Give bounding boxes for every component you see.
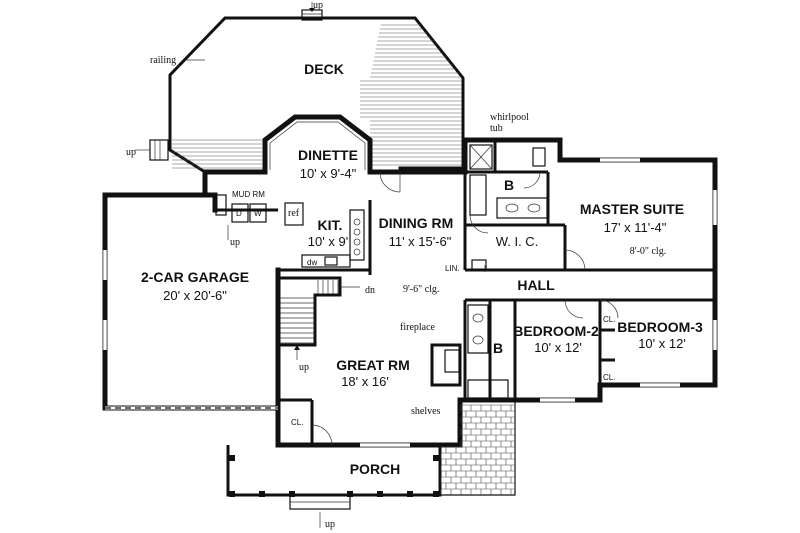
fireplace-hearth <box>430 343 462 387</box>
mud-room-label: MUD RM <box>232 190 265 199</box>
up-label-mud: up <box>230 237 240 248</box>
dn-label: dn <box>365 285 375 296</box>
arrow-head-icon <box>294 345 300 350</box>
whirlpool-label-1: whirlpool <box>490 112 529 123</box>
garage-size: 20' x 20'-6" <box>163 288 227 303</box>
refrigerator <box>284 202 304 226</box>
doors <box>311 171 619 446</box>
master-label: MASTER SUITE <box>580 201 684 217</box>
kitchen-label: KIT. <box>318 217 343 233</box>
linen-closet <box>471 259 487 271</box>
hall-vanity <box>467 304 489 354</box>
hall-toilet <box>444 349 460 373</box>
deck <box>135 2 465 174</box>
stairs <box>280 280 339 344</box>
whirlpool-tub <box>469 144 493 170</box>
kitchen-sink <box>324 256 338 266</box>
dinette-label: DINETTE <box>298 147 358 163</box>
brick-walk <box>439 399 516 496</box>
deck-boards <box>172 24 463 169</box>
porch-post <box>259 491 265 497</box>
dw-label: dw <box>307 258 317 267</box>
wic-label: W. I. C. <box>496 234 539 249</box>
dryer-label: D <box>236 209 242 218</box>
up-label-stair: up <box>299 362 309 373</box>
counter-sink <box>301 254 351 268</box>
deck-steps-left <box>149 139 169 161</box>
dining-size: 11' x 15'-6" <box>389 234 452 249</box>
linen-label: LIN. <box>445 264 460 273</box>
porch-post <box>347 491 353 497</box>
windows <box>102 157 718 448</box>
master-size: 17' x 11'-4" <box>604 220 667 235</box>
great-room-label: GREAT RM <box>336 357 410 373</box>
kitchen-fixtures <box>215 194 365 268</box>
porch-post <box>229 455 235 461</box>
hall-tub <box>467 379 509 399</box>
master-tub <box>469 174 487 216</box>
porch-post <box>433 491 439 497</box>
bedroom2-size: 10' x 12' <box>534 340 582 355</box>
kitchen-size: 10' x 9' <box>308 234 348 249</box>
garage-label: 2-CAR GARAGE <box>141 269 249 285</box>
hall-bath-label: B <box>493 340 503 356</box>
bedroom2-label: BEDROOM-2 <box>513 323 599 339</box>
porch-label: PORCH <box>350 461 401 477</box>
great-closet-label: CL. <box>291 418 303 427</box>
up-label-top: up <box>313 0 323 11</box>
porch-post <box>289 491 295 497</box>
labels: DECK railing up up DINETTE 10' x 9'-4" M… <box>126 0 703 530</box>
dinette-size: 10' x 9'-4" <box>300 166 357 181</box>
dryer <box>231 203 249 223</box>
mud-room-steps <box>215 194 227 216</box>
dining-ceiling: 9'-6" clg. <box>403 284 439 295</box>
dining-label: DINING RM <box>379 215 454 231</box>
porch-post <box>229 491 235 497</box>
arrow-head-icon <box>309 8 315 12</box>
shelves-label: shelves <box>411 406 441 417</box>
deck-label: DECK <box>304 61 344 77</box>
bath-fixtures <box>444 144 548 399</box>
porch <box>226 399 516 528</box>
master-toilet <box>532 147 546 167</box>
master-ceiling: 8'-0" clg. <box>630 246 666 257</box>
up-label-porch: up <box>325 519 335 530</box>
porch-post <box>377 491 383 497</box>
counter-range <box>349 209 365 261</box>
bedroom3-closet-label-2: CL. <box>603 373 615 382</box>
fireplace-label: fireplace <box>400 322 436 333</box>
whirlpool-label-2: tub <box>490 123 503 134</box>
ref-label: ref <box>288 208 300 219</box>
bedroom3-label: BEDROOM-3 <box>617 319 703 335</box>
hall-label: HALL <box>517 277 555 293</box>
washer <box>249 203 267 223</box>
master-bath-label: B <box>504 177 514 193</box>
porch-post <box>407 491 413 497</box>
master-vanity <box>496 197 548 219</box>
washer-label: W <box>254 209 262 218</box>
great-room-size: 18' x 16' <box>341 374 389 389</box>
up-label-left: up <box>126 147 136 158</box>
dinette-bay <box>262 114 373 175</box>
railing-label: railing <box>150 55 176 66</box>
porch-post <box>433 455 439 461</box>
bedroom3-closet-label-1: CL. <box>603 315 615 324</box>
bedroom3-size: 10' x 12' <box>638 336 686 351</box>
